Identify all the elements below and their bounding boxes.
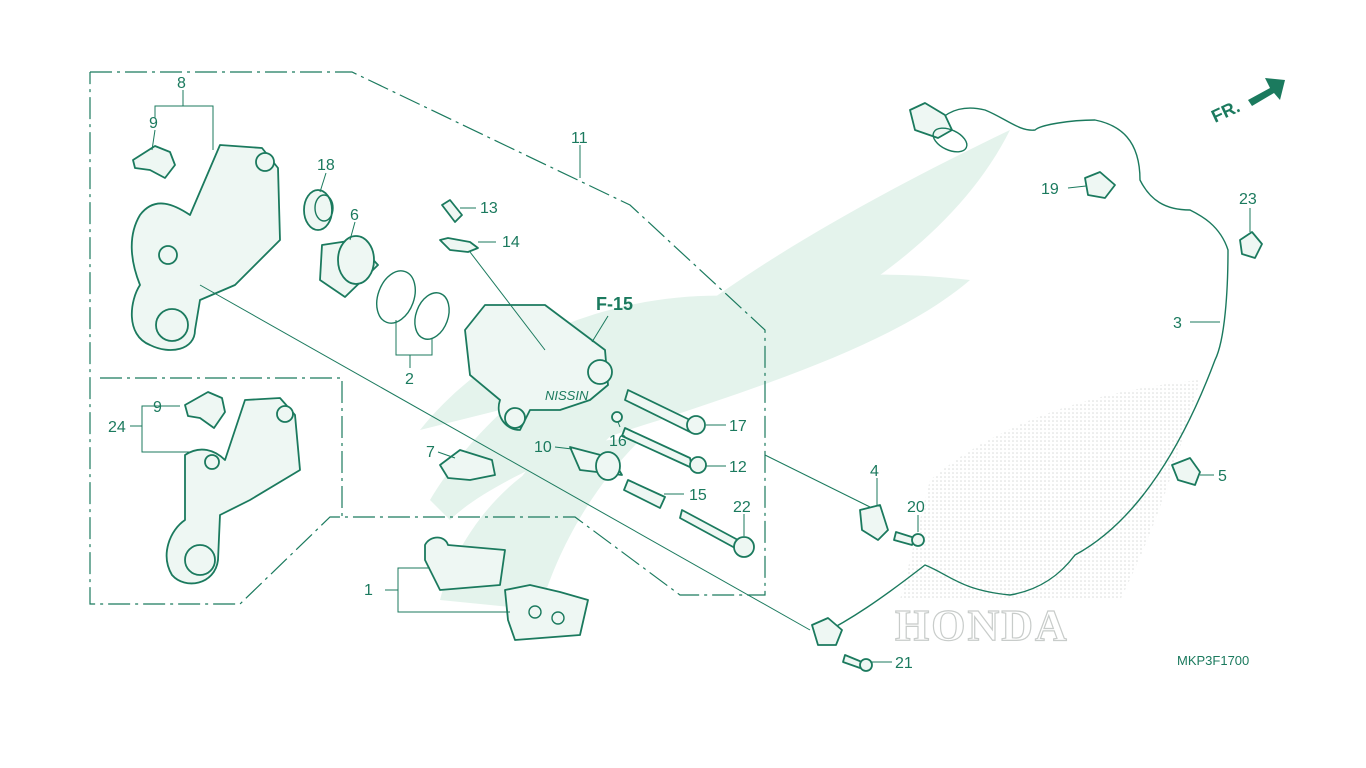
callout-9-lower: 9 xyxy=(153,399,162,416)
callout-9-upper: 9 xyxy=(149,115,158,132)
main-assembly-frame xyxy=(89,71,766,605)
callout-20: 20 xyxy=(907,499,925,516)
sensor-stay-4 xyxy=(859,504,889,541)
caliper-body: NISSIN xyxy=(464,304,613,431)
callout-24: 24 xyxy=(108,419,126,436)
piston xyxy=(319,235,379,298)
caliper-bracket-lower xyxy=(165,397,301,585)
callout-6: 6 xyxy=(350,207,359,224)
callout-12: 12 xyxy=(729,459,747,476)
clamp-19 xyxy=(1084,171,1116,199)
washer-16 xyxy=(611,411,623,423)
pad-spring-lower xyxy=(184,391,226,429)
callout-5: 5 xyxy=(1218,468,1227,485)
pin-bolt-17 xyxy=(624,389,706,435)
bolt-22 xyxy=(679,509,755,558)
callout-4: 4 xyxy=(870,463,879,480)
callout-23: 23 xyxy=(1239,191,1257,208)
seal-inner xyxy=(414,292,450,340)
callout-17: 17 xyxy=(729,418,747,435)
callout-2: 2 xyxy=(405,371,414,388)
speed-sensor xyxy=(811,617,843,646)
sleeve-10 xyxy=(569,446,623,481)
pin-bolt-12 xyxy=(621,427,707,474)
bolt-20 xyxy=(893,531,925,547)
pad-spring-upper xyxy=(132,145,176,179)
callout-13: 13 xyxy=(480,200,498,217)
callout-7: 7 xyxy=(426,444,435,461)
callout-11: 11 xyxy=(571,130,588,147)
honda-brand-watermark: HONDA xyxy=(895,601,1069,650)
callout-16: 16 xyxy=(609,433,627,450)
bleed-cap-bracket xyxy=(439,237,479,253)
callout-10: 10 xyxy=(534,439,552,456)
front-direction-label: FR. xyxy=(1208,96,1243,126)
callout-8: 8 xyxy=(177,75,186,92)
callout-14: 14 xyxy=(502,234,520,251)
seal-outer xyxy=(376,270,416,324)
callout-22: 22 xyxy=(733,499,751,516)
front-direction-arrow xyxy=(1248,78,1285,106)
callout-21: 21 xyxy=(895,655,913,672)
callout-18: 18 xyxy=(317,157,335,174)
callout-labels: 8 9 18 6 11 13 14 2 7 10 16 17 12 15 22 … xyxy=(108,75,1257,672)
sensor-cable xyxy=(819,107,1229,636)
bracket-assembly-frame xyxy=(100,377,343,517)
callout-leaders xyxy=(130,90,1251,663)
grommet-23 xyxy=(1239,231,1263,259)
ref-label-f15: F-15 xyxy=(596,294,633,314)
callout-3: 3 xyxy=(1173,315,1182,332)
boot xyxy=(303,189,334,231)
sleeve-15 xyxy=(623,479,666,509)
clamp-5 xyxy=(1171,457,1201,486)
sensor-connector xyxy=(909,102,953,139)
caliper-bracket xyxy=(130,144,281,351)
callout-19: 19 xyxy=(1041,181,1059,198)
svg-text:NISSIN: NISSIN xyxy=(545,388,589,403)
diagram-code: MKP3F1700 xyxy=(1177,653,1249,668)
callout-15: 15 xyxy=(689,487,707,504)
callout-1: 1 xyxy=(364,582,373,599)
brake-pads xyxy=(424,536,589,641)
bleed-screw xyxy=(441,199,463,223)
bolt-21 xyxy=(842,654,873,672)
